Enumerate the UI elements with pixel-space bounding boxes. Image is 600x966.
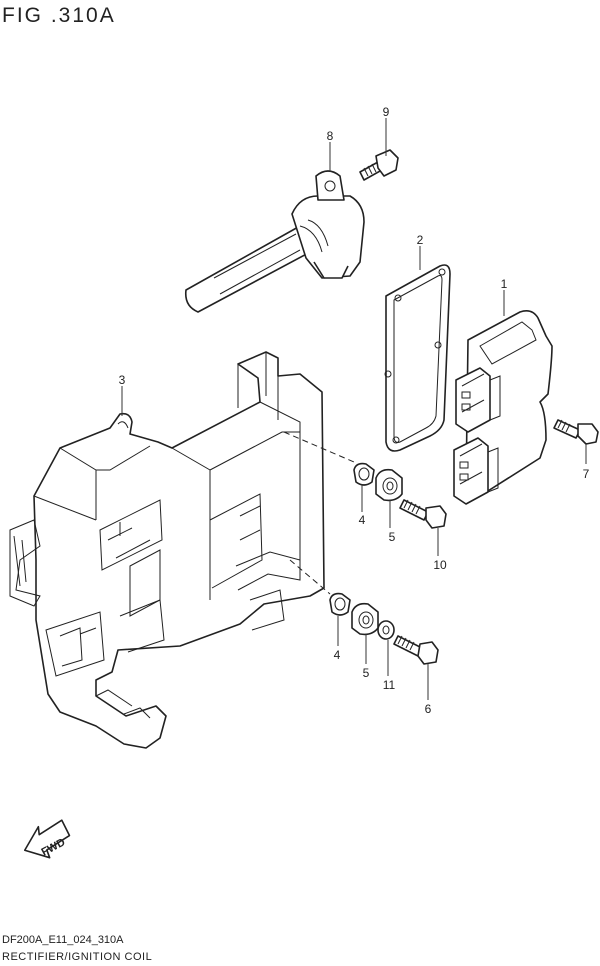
collar-4-upper[interactable] [353,462,375,486]
figure-code: DF200A_E11_024_310A [2,934,124,946]
callout-3: 3 [119,373,126,387]
callout-10: 10 [433,558,447,572]
callout-1: 1 [501,277,508,291]
bolt-9[interactable] [359,149,399,181]
collar-4-lower[interactable] [329,592,351,616]
leader-lines [121,118,587,700]
callout-8: 8 [327,129,334,143]
callout-labels: 8 9 2 1 3 7 4 5 10 4 5 11 6 [119,105,590,716]
rectifier[interactable] [453,310,553,505]
grommet-5-upper[interactable] [375,468,403,502]
callout-5-upper: 5 [389,530,396,544]
callout-4-lower: 4 [334,648,341,662]
mounting-bracket[interactable] [9,351,325,749]
grommet-5-lower[interactable] [351,602,379,636]
fwd-arrow-icon: FWD [23,819,71,859]
bolt-6[interactable] [393,635,439,665]
figure-caption: RECTIFIER/IGNITION COIL [2,951,153,963]
callout-4-upper: 4 [359,513,366,527]
callout-2: 2 [417,233,424,247]
bolt-7[interactable] [553,419,599,445]
washer-11[interactable] [377,620,395,640]
callout-6: 6 [425,702,432,716]
gasket[interactable] [384,264,451,452]
callout-9: 9 [383,105,390,119]
callout-5-lower: 5 [363,666,370,680]
bolt-10[interactable] [399,499,447,529]
callout-11: 11 [383,678,396,692]
callout-7: 7 [583,467,590,481]
ignition-coil[interactable] [184,170,365,313]
figure-title: FIG .310A [2,4,116,27]
